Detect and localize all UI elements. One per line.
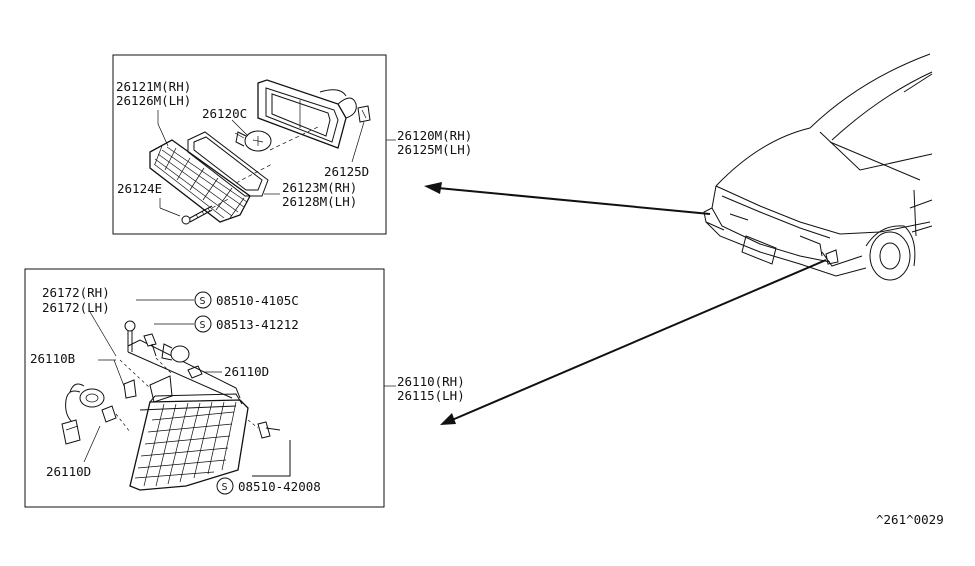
car-front-view xyxy=(703,53,933,281)
combination-lamp-lens xyxy=(129,393,249,491)
label-26124E: 26124E xyxy=(117,181,162,196)
label-26123M: 26123M(RH) xyxy=(282,180,357,195)
socket-harness-26172 xyxy=(61,383,105,445)
screw-symbol-1: S xyxy=(194,291,212,309)
label-08513-41212: 08513-41212 xyxy=(216,317,299,332)
label-08510-4105C: 08510-4105C xyxy=(216,293,299,308)
arrow-to-bottom-box xyxy=(440,259,827,425)
label-26121M: 26121M(RH) xyxy=(116,79,191,94)
label-26172-lh: 26172(LH) xyxy=(42,300,110,315)
bottom-leaders xyxy=(83,299,396,463)
arrow-to-top-box xyxy=(424,182,711,215)
top-box-frame xyxy=(112,54,387,235)
lamp-housing xyxy=(257,79,357,149)
bulb-26120C xyxy=(234,130,272,152)
svg-text:S: S xyxy=(222,482,228,493)
bottom-box-frame xyxy=(24,268,385,508)
label-26172-rh: 26172(RH) xyxy=(42,285,110,300)
label-26128M: 26128M(LH) xyxy=(282,194,357,209)
bulb-26110D-lower xyxy=(101,405,131,433)
screw-26124E xyxy=(181,205,213,225)
label-26120C: 26120C xyxy=(202,106,247,121)
svg-text:S: S xyxy=(200,296,206,307)
label-26110D-lower: 26110D xyxy=(46,464,91,479)
diagram-code: ^261^0029 xyxy=(876,512,944,527)
label-26110: 26110(RH) xyxy=(397,374,465,389)
clip-26125D xyxy=(351,105,371,163)
svg-text:S: S xyxy=(200,320,206,331)
label-26110D-upper: 26110D xyxy=(224,364,269,379)
label-26120M: 26120M(RH) xyxy=(397,128,472,143)
label-26125M: 26125M(LH) xyxy=(397,142,472,157)
screw-lower-right xyxy=(247,419,291,477)
screw-parts-upper xyxy=(124,320,157,357)
screw-symbol-2: S xyxy=(194,315,212,333)
bulb-26110D-upper xyxy=(161,343,203,379)
clip-26110B xyxy=(113,359,137,399)
top-dashed-lines xyxy=(211,125,321,209)
label-26110B: 26110B xyxy=(30,351,75,366)
lens-26121M xyxy=(149,139,251,223)
label-08510-42008: 08510-42008 xyxy=(238,479,321,494)
label-26125D: 26125D xyxy=(324,164,369,179)
side-marker-lamp-box: 26121M(RH) 26126M(LH) 26120C 26124E 2612… xyxy=(112,54,396,235)
label-26115: 26115(LH) xyxy=(397,388,465,403)
front-combination-lamp-box: 26172(RH) 26172(LH) 26110B 26110D 26110D… xyxy=(24,268,396,508)
screw-symbol-3: S xyxy=(216,477,234,495)
top-leaders xyxy=(157,110,396,217)
lamp-housing-strip xyxy=(127,339,241,403)
label-26126M: 26126M(LH) xyxy=(116,93,191,108)
